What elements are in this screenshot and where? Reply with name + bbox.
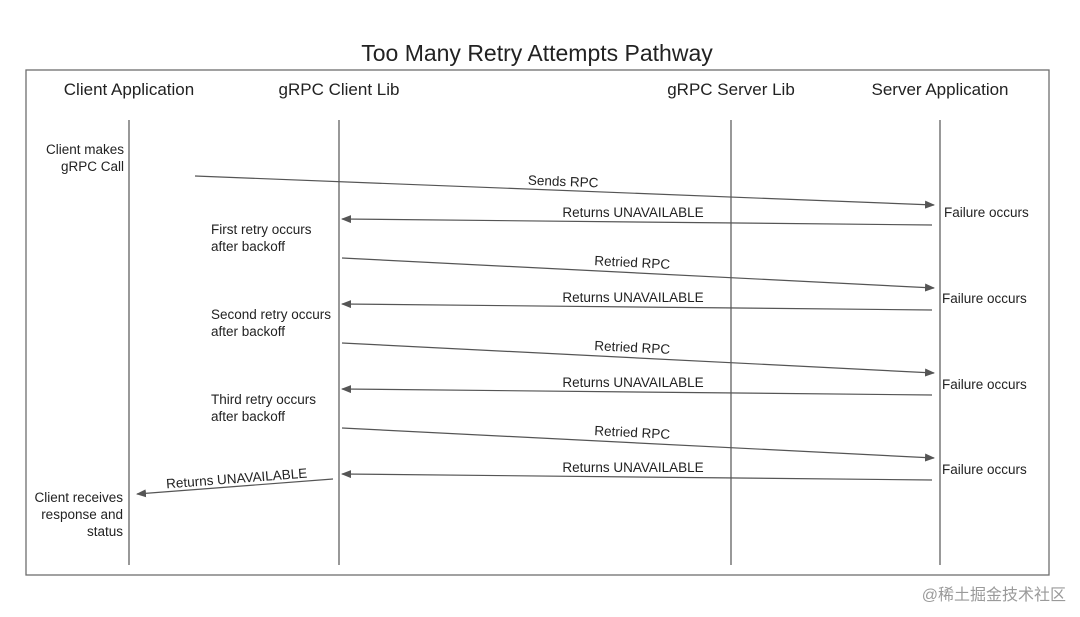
message-label-returns-unavailable-3: Returns UNAVAILABLE xyxy=(562,375,703,390)
note-first-retry-line-2: after backoff xyxy=(211,239,285,254)
arrow-returns-unavailable-1 xyxy=(341,215,933,226)
arrow-retried-rpc-3 xyxy=(341,427,935,462)
note-first-retry-line-1: First retry occurs xyxy=(211,222,312,237)
arrow-returns-unavailable-3 xyxy=(341,385,933,396)
note-failure-4: Failure occurs xyxy=(942,462,1027,477)
lane-label-grpc-server-lib: gRPC Server Lib xyxy=(667,80,795,99)
note-second-retry-line-1: Second retry occurs xyxy=(211,307,331,322)
message-label-returns-unavailable-1: Returns UNAVAILABLE xyxy=(562,205,703,220)
lane-label-grpc-client-lib: gRPC Client Lib xyxy=(279,80,400,99)
watermark-text: @稀土掘金技术社区 xyxy=(922,586,1066,604)
arrow-retried-rpc-2 xyxy=(341,342,935,377)
note-client-receives-line-3: status xyxy=(87,524,123,539)
arrow-returns-unavailable-4 xyxy=(341,470,933,481)
note-client-receives-line-2: response and xyxy=(41,507,123,522)
message-label-sends-rpc: Sends RPC xyxy=(528,173,599,191)
message-label-returns-unavailable-4: Returns UNAVAILABLE xyxy=(562,460,703,475)
note-client-receives-line-1: Client receives xyxy=(34,490,123,505)
message-label-retried-rpc-3: Retried RPC xyxy=(594,423,671,442)
note-failure-2: Failure occurs xyxy=(942,291,1027,306)
message-label-retried-rpc-2: Retried RPC xyxy=(594,338,671,357)
note-third-retry-line-1: Third retry occurs xyxy=(211,392,316,407)
arrow-returns-unavailable-to-client xyxy=(136,478,334,498)
note-failure-3: Failure occurs xyxy=(942,377,1027,392)
arrow-retried-rpc-1 xyxy=(341,257,935,292)
arrow-returns-unavailable-2 xyxy=(341,300,933,311)
message-label-retried-rpc-1: Retried RPC xyxy=(594,253,671,272)
lane-label-server-application: Server Application xyxy=(871,80,1008,99)
message-label-returns-unavailable-to-client: Returns UNAVAILABLE xyxy=(166,466,308,492)
note-client-call-line-2: gRPC Call xyxy=(61,159,124,174)
note-failure-1: Failure occurs xyxy=(944,205,1029,220)
diagram-title: Too Many Retry Attempts Pathway xyxy=(361,40,713,66)
message-label-returns-unavailable-2: Returns UNAVAILABLE xyxy=(562,290,703,305)
lane-label-client-application: Client Application xyxy=(64,80,194,99)
note-third-retry-line-2: after backoff xyxy=(211,409,285,424)
note-client-call-line-1: Client makes xyxy=(46,142,124,157)
diagram-frame xyxy=(25,69,1050,576)
arrow-sends-rpc xyxy=(194,175,935,209)
note-second-retry-line-2: after backoff xyxy=(211,324,285,339)
